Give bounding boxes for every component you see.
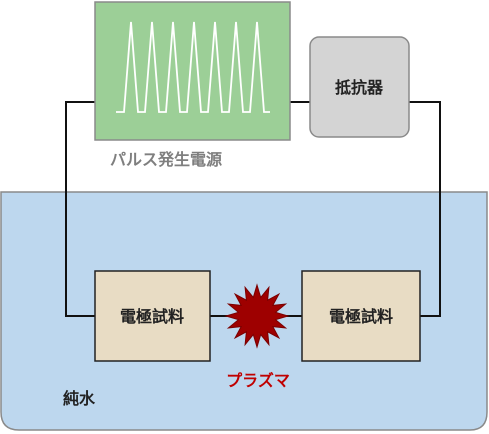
- wire-left: [65, 101, 95, 317]
- water-label: 純水: [63, 389, 96, 408]
- plasma-burst-icon: [224, 283, 290, 349]
- electrode-left-box: [94, 270, 211, 362]
- electrode-left-label: 電極試料: [120, 307, 184, 326]
- circuit-wires: [65, 101, 441, 317]
- resistor-label: 抵抗器: [335, 78, 384, 97]
- pulse-power-supply: [94, 1, 291, 141]
- wire-right: [409, 101, 441, 317]
- pulse-waveform: [116, 21, 270, 113]
- electrode-right-label: 電極試料: [329, 307, 393, 326]
- pulse-power-supply-label: パルス発生電源: [110, 150, 222, 169]
- plasma-label: プラズマ: [226, 371, 290, 390]
- resistor-box: [309, 36, 410, 138]
- electrode-right-box: [301, 270, 421, 362]
